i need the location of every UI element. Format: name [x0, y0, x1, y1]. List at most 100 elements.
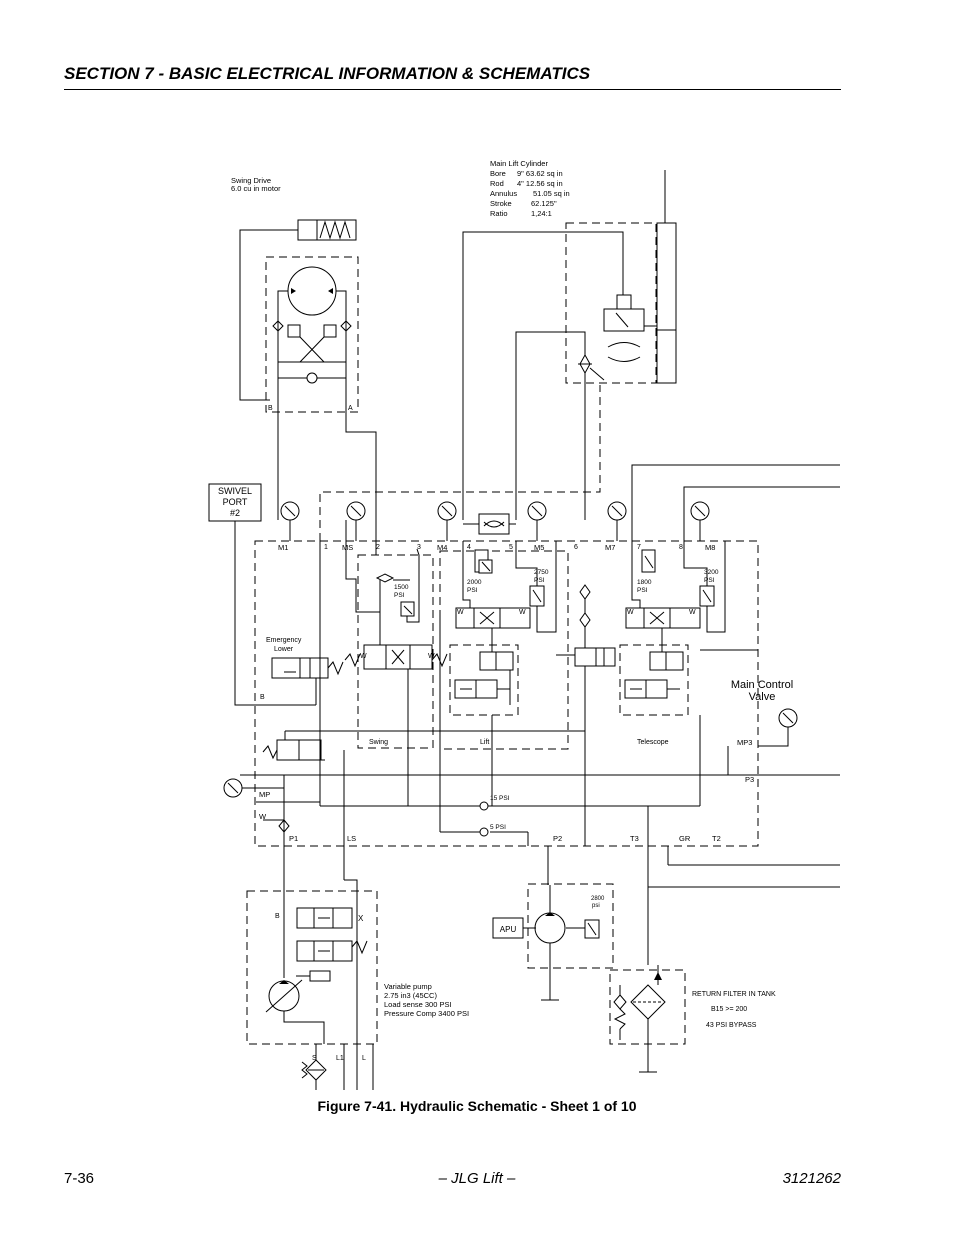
lift-relief-a-unit: PSI [467, 587, 478, 594]
gauge-icon [223, 778, 284, 798]
port-5: 5 [509, 544, 513, 551]
apu-label: APU [500, 925, 517, 934]
lift-spec-bore-label: Bore [490, 169, 506, 178]
swing-drive-size: 6.0 cu in motor [231, 184, 281, 193]
port-8: 8 [679, 544, 683, 551]
gauge-icon [758, 708, 798, 747]
tele-relief-a-value: 1800 [637, 579, 652, 586]
swivel-port-line3: #2 [230, 508, 240, 518]
pump-port-l1: L1 [336, 1055, 344, 1062]
port-ls: LS [347, 834, 356, 843]
lift-valve-section: 2000 PSI 2750 PSI W W Lift [439, 540, 569, 806]
emergency-lower-label-2: Lower [274, 646, 294, 653]
lift-spec-ratio-value: 1,24:1 [531, 209, 552, 218]
port-p1: P1 [289, 834, 298, 843]
emergency-lower-label-1: Emergency [266, 637, 302, 644]
section-title: SECTION 7 - BASIC ELECTRICAL INFORMATION… [64, 64, 591, 83]
return-filter-label-2: B15 >= 200 [711, 1006, 747, 1013]
check-valve-15psi: 15 PSI [479, 795, 510, 811]
port-w: W [259, 812, 267, 821]
swing-drive-motor: Swing Drive 6.0 cu in motor B A [231, 176, 377, 520]
port-m8: M8 [705, 543, 715, 552]
main-lift-cylinder: Main Lift Cylinder Bore 9" 63.62 sq in R… [462, 159, 677, 520]
emergency-port-b: B [260, 694, 265, 701]
telescope-section-label: Telescope [637, 739, 669, 746]
gauge-icon [527, 501, 547, 541]
return-filter-label-3: 43 PSI BYPASS [706, 1022, 757, 1029]
lift-relief-a-value: 2000 [467, 579, 482, 586]
swing-w-left: W [360, 653, 367, 660]
footer-doc-number: 3121262 [782, 1170, 841, 1187]
emergency-lower-valve: Emergency Lower B [260, 637, 344, 706]
lift-cylinder-body [656, 222, 677, 384]
apu-relief-unit: psi [592, 903, 600, 909]
lift-spec-annulus-label: Annulus [490, 189, 517, 198]
lift-spec-rod-value: 4" 12.56 sq in [517, 179, 563, 188]
apu-pump-icon [534, 912, 566, 944]
port-3: 3 [417, 544, 421, 551]
port-ms: MS [342, 543, 353, 552]
port-mp3: MP3 [737, 738, 752, 747]
lift-relief-b-value: 2750 [534, 569, 549, 576]
telescope-valve-section: 1800 PSI 3200 PSI W W Telescope [619, 541, 758, 806]
lift-spec-ratio-label: Ratio [490, 209, 508, 218]
port-p3: P3 [745, 775, 754, 784]
tele-relief-b-unit: PSI [704, 577, 715, 584]
shuttle-valve-icon [306, 372, 318, 384]
gauge-icon [280, 501, 300, 541]
header-rule [64, 89, 841, 90]
port-mp: MP [259, 790, 270, 799]
port-t2: T2 [712, 834, 721, 843]
lift-relief-b-unit: PSI [534, 577, 545, 584]
swing-w-right: W [428, 653, 435, 660]
pump-spec-1: Variable pump [384, 982, 432, 991]
swing-port-b: B [268, 405, 273, 412]
pump-stroke-piston [309, 970, 331, 982]
port-m1: M1 [278, 543, 288, 552]
pump-spec-3: Load sense 300 PSI [384, 1000, 452, 1009]
port-1: 1 [324, 544, 328, 551]
footer-page-number: 7-36 [64, 1170, 95, 1187]
tele-relief-a-unit: PSI [637, 587, 648, 594]
port-6: 6 [574, 544, 578, 551]
inlet-check-icon [278, 819, 290, 833]
port-7: 7 [637, 544, 641, 551]
pump-port-b: B [275, 913, 280, 920]
check-valve-column [556, 584, 616, 846]
top-port-labels: M1 1 MS 2 3 M4 4 5 M5 6 M7 7 8 M8 [278, 543, 715, 552]
gauge-icon [437, 501, 457, 541]
main-control-valve-label-1: Main Control [731, 679, 793, 691]
tele-w-right: W [689, 609, 696, 616]
pump-spec-2: 2.75 in3 (45CC) [384, 991, 437, 1000]
apu-relief-value: 2800 [591, 896, 605, 902]
check-valve-5psi: 5 PSI [479, 824, 506, 837]
lift-w-left: W [457, 609, 464, 616]
lift-spec-bore-value: 9" 63.62 sq in [517, 169, 563, 178]
main-control-valve-block [254, 540, 759, 847]
swivel-port-line2: PORT [223, 497, 248, 507]
swing-valve-section: 1500 PSI W W Swing [344, 520, 448, 806]
gauge-icon [346, 501, 366, 541]
port-4: 4 [467, 544, 471, 551]
swivel-port: SWIVEL PORT #2 [208, 483, 300, 706]
cv-15psi-label: 15 PSI [490, 795, 510, 802]
swivel-port-line1: SWIVEL [218, 486, 252, 496]
cv-5psi-label: 5 PSI [490, 824, 506, 831]
port-m4: M4 [437, 543, 447, 552]
swing-section-label: Swing [369, 739, 388, 746]
counterbalance-valve [603, 308, 645, 332]
lift-spec-stroke-label: Stroke [490, 199, 512, 208]
gauge-icon [607, 501, 627, 541]
footer-center: – JLG Lift – [438, 1170, 516, 1187]
figure-caption: Figure 7-41. Hydraulic Schematic - Sheet… [317, 1098, 637, 1114]
lift-spec-stroke-value: 62.125" [531, 199, 557, 208]
port-2: 2 [376, 544, 380, 551]
swing-relief-unit: PSI [394, 592, 405, 599]
swing-port-a: A [348, 405, 353, 412]
lift-section-label: Lift [480, 739, 489, 746]
port-m7: M7 [605, 543, 615, 552]
flow-control-icon [478, 513, 510, 535]
tele-w-left: W [627, 609, 634, 616]
main-control-valve-label-2: Valve [749, 691, 776, 703]
